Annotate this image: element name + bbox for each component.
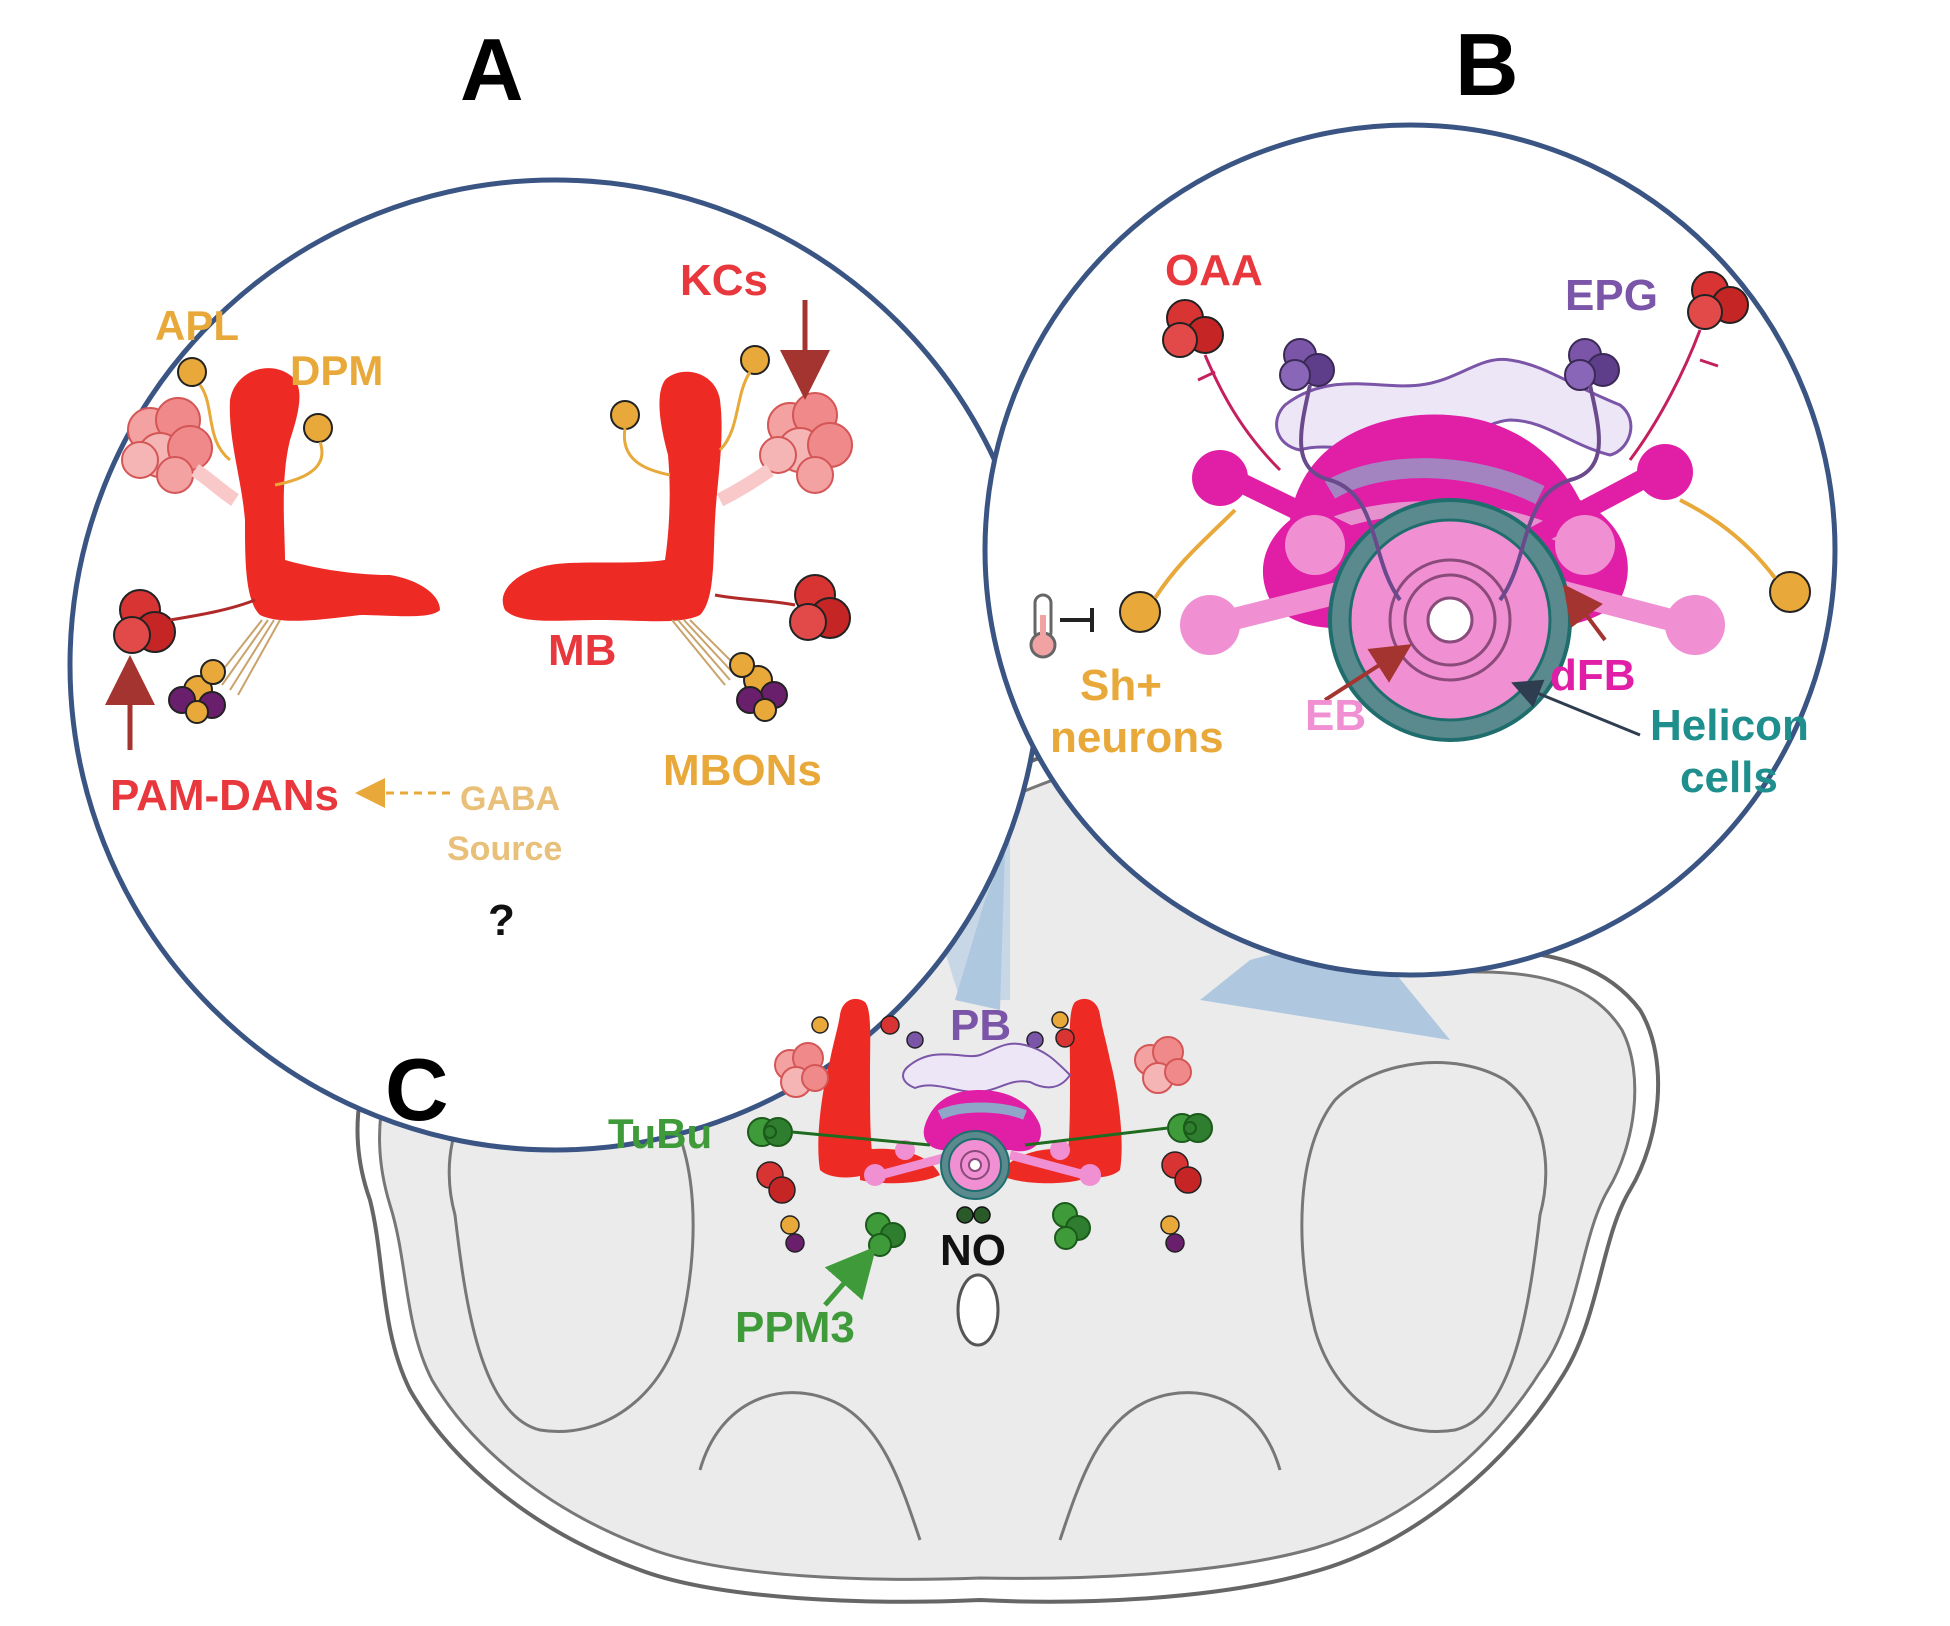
panel-label-a: A xyxy=(460,20,524,119)
label-mbons: MBONs xyxy=(663,746,822,795)
dpm-neuron-left xyxy=(274,413,333,487)
label-kcs: KCs xyxy=(680,256,768,305)
eb-arrow xyxy=(1323,644,1412,702)
tubu-neurons xyxy=(747,1113,1213,1147)
noduli xyxy=(956,1206,991,1224)
oaa-neuron-left xyxy=(1162,299,1282,472)
apl-neuron-left xyxy=(177,357,231,462)
brain-kc-clusters xyxy=(774,1036,1192,1098)
label-helicon: Helicon xyxy=(1650,701,1809,750)
sh-neuron-right xyxy=(1679,498,1811,613)
label-oaa: OAA xyxy=(1165,246,1263,295)
thermometer-icon xyxy=(1029,593,1094,659)
label-apl: APL xyxy=(155,302,239,349)
label-gaba: GABA xyxy=(460,780,560,818)
epg-neuron-right xyxy=(1498,338,1620,602)
mushroom-body-left xyxy=(229,368,440,621)
label-source: Source xyxy=(447,830,562,868)
mushroom-body-right xyxy=(502,371,722,622)
brain-central-complex xyxy=(864,1042,1101,1200)
pam-dan-cluster-left xyxy=(113,589,256,654)
label-cells: cells xyxy=(1680,753,1778,802)
kc-cluster-left xyxy=(121,397,239,506)
dfb-arrow xyxy=(1563,584,1607,642)
label-no: NO xyxy=(940,1226,1006,1275)
label-question: ? xyxy=(488,896,515,945)
label-mb: MB xyxy=(548,626,616,675)
label-epg: EPG xyxy=(1565,271,1658,320)
brain-small-neurons xyxy=(756,1011,1202,1253)
label-pb: PB xyxy=(950,1001,1011,1050)
label-ppm3: PPM3 xyxy=(735,1303,855,1352)
label-neurons: neurons xyxy=(1050,713,1224,762)
label-sh: Sh+ xyxy=(1080,661,1162,710)
kc-cluster-right xyxy=(716,392,853,507)
mbon-cluster-right xyxy=(671,619,788,722)
panel-label-c: C xyxy=(385,1040,449,1139)
panel-label-b: B xyxy=(1455,15,1519,114)
label-pam-dans: PAM-DANs xyxy=(110,771,339,820)
dpm-neuron-right xyxy=(610,400,671,477)
label-dpm: DPM xyxy=(290,347,383,394)
label-tubu: TuBu xyxy=(608,1110,712,1157)
epg-neuron-left xyxy=(1279,338,1402,602)
label-eb: EB xyxy=(1305,691,1366,740)
ppm3-arrow xyxy=(823,1246,877,1307)
oaa-neuron-right xyxy=(1628,271,1749,461)
apl-neuron-right xyxy=(718,345,770,452)
sh-neuron-left xyxy=(1119,508,1237,633)
pam-dan-cluster-right xyxy=(714,574,851,641)
helicon-arrow xyxy=(1511,679,1641,737)
mbon-cluster-left xyxy=(168,619,281,724)
label-dfb: dFB xyxy=(1550,651,1636,700)
ppm3-neurons xyxy=(865,1202,1091,1257)
